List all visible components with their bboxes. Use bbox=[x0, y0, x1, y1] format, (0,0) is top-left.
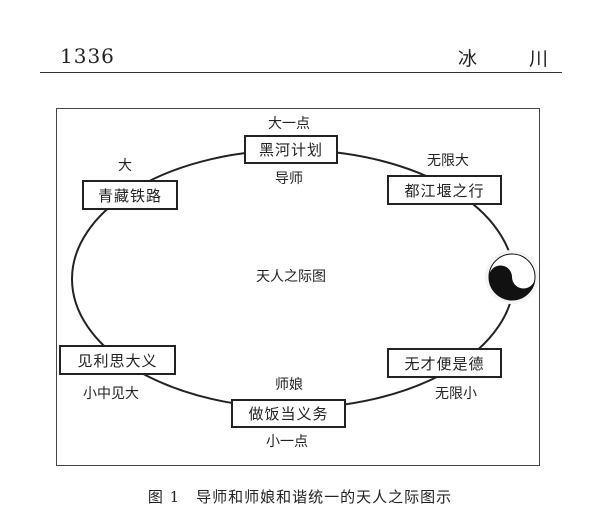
label-lower-left: 小中见大 bbox=[83, 386, 139, 402]
journal-name: 冰 川 bbox=[458, 48, 549, 70]
header-rule bbox=[40, 72, 562, 73]
label-bottom-below: 小一点 bbox=[266, 434, 308, 450]
box-heihe-plan: 黑河计划 bbox=[244, 135, 338, 164]
box-wucai-bianshide: 无才便是德 bbox=[387, 348, 502, 378]
label-top-below: 导师 bbox=[275, 171, 303, 187]
label-upper-right: 无限大 bbox=[427, 153, 469, 169]
center-title: 天人之际图 bbox=[256, 269, 326, 285]
label-top-above: 大一点 bbox=[268, 116, 310, 132]
box-dujiangyan-trip: 都江堰之行 bbox=[387, 175, 502, 205]
yin-yang-icon bbox=[485, 250, 539, 304]
figure-caption: 图 1 导师和师娘和谐统一的天人之际图示 bbox=[147, 488, 453, 506]
label-lower-right: 无限小 bbox=[435, 386, 477, 402]
figure-frame bbox=[56, 108, 540, 466]
label-upper-left: 大 bbox=[118, 158, 132, 174]
label-bottom-above: 师娘 bbox=[275, 377, 303, 393]
box-cooking-duty: 做饭当义务 bbox=[231, 399, 346, 428]
box-qinghai-tibet-railway: 青藏铁路 bbox=[82, 180, 178, 210]
page-number: 1336 bbox=[60, 44, 115, 68]
box-jianli-sidayi: 见利思大义 bbox=[59, 345, 176, 375]
